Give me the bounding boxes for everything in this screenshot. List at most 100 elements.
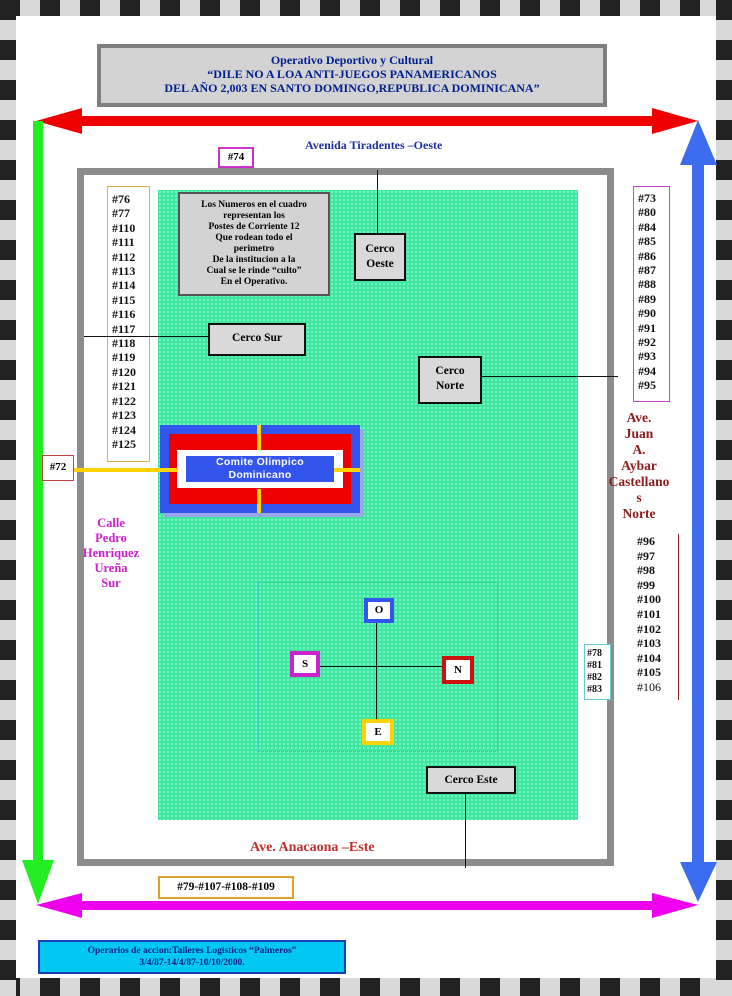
border-right — [716, 0, 732, 996]
posts-bottom-box: #79-#107-#108-#109 — [158, 876, 294, 899]
street-north-line: Aybar — [621, 458, 657, 473]
post-72-connector — [74, 468, 178, 472]
street-south-line: Ureña — [94, 561, 128, 575]
street-south-line: Pedro — [95, 531, 127, 545]
post-number: #117 — [112, 321, 136, 336]
compass-s-marker: S — [290, 651, 320, 677]
post-number: #119 — [112, 350, 136, 365]
building-cross-v-top — [257, 425, 261, 450]
post-number: #98 — [637, 563, 655, 578]
post-number: #116 — [112, 307, 136, 322]
post-number: #88 — [638, 277, 656, 292]
post-number: #121 — [112, 379, 136, 394]
street-north-label: Ave. Juan A. Aybar Castellano s Norte — [596, 410, 682, 522]
footer-box: Operarios de accion:Talleres Logisticos … — [38, 940, 346, 974]
connector-line — [377, 170, 378, 234]
note-line: Postes de Corriente 12 — [208, 222, 300, 232]
post-number: #100 — [637, 592, 661, 607]
fence-norte-line: Norte — [435, 380, 465, 392]
post-number: #97 — [637, 548, 655, 563]
fence-oeste-box: Cerco Oeste — [354, 233, 406, 281]
post-number: #124 — [112, 422, 136, 437]
post-number: #103 — [637, 636, 661, 651]
arrow-top — [36, 108, 698, 134]
street-south-label: Calle Pedro Henriquez Ureña Sur — [70, 516, 152, 591]
post-72-box: #72 — [42, 455, 74, 481]
compass-o-marker: O — [364, 598, 394, 623]
building-label-line: Comite Olimpico — [216, 456, 304, 468]
building-cross-h-right — [334, 468, 360, 472]
street-north-line: Castellano — [608, 474, 670, 489]
arrow-right — [680, 120, 717, 902]
note-line: De la institucion a la — [212, 255, 296, 265]
post-number: #123 — [112, 408, 136, 423]
fence-oeste-line: Cerco — [365, 243, 395, 255]
arrow-bottom — [36, 893, 698, 918]
arrow-left — [22, 121, 54, 904]
post-number: #114 — [112, 278, 136, 293]
post-number: #73 — [638, 191, 656, 205]
post-number: #115 — [112, 292, 136, 307]
building-label: Comite Olimpico Dominicano — [186, 456, 334, 482]
compass-line-v — [376, 618, 377, 724]
header-box: Operativo Deportivo y Cultural “DILE NO … — [97, 44, 607, 107]
posts-right-list-2: #96 #97 #98 #99 #100 #101 #102 #103 #104… — [635, 534, 679, 700]
compass-area — [258, 582, 498, 752]
post-number: #105 — [637, 665, 661, 680]
posts-small-list: #78 #81 #82 #83 — [584, 644, 611, 700]
note-line: En el Operativo. — [220, 277, 288, 287]
building-core: Comite Olimpico Dominicano — [177, 450, 343, 488]
post-number: #113 — [112, 264, 136, 279]
header-line-3: DEL AÑO 2,003 EN SANTO DOMINGO,REPUBLICA… — [164, 81, 540, 95]
fence-sur-box: Cerco Sur — [208, 323, 306, 356]
street-west-label: Avenida Tiradentes –Oeste — [305, 138, 443, 152]
street-south-line: Calle — [97, 516, 125, 530]
post-number: #94 — [638, 363, 656, 378]
post-number: #82 — [587, 672, 602, 683]
street-north-line: Norte — [622, 506, 656, 521]
header-line-2: “DILE NO A LOA ANTI-JUEGOS PANAMERICANOS — [207, 67, 497, 81]
post-number: #112 — [112, 249, 136, 264]
posts-left-list: #76 #77 #110 #111 #112 #113 #114 #115 #1… — [107, 186, 150, 462]
connector-line — [482, 376, 618, 377]
connector-line — [84, 336, 210, 337]
border-top — [0, 0, 732, 16]
post-number: #101 — [637, 606, 661, 621]
fence-norte-line: Cerco — [435, 365, 465, 377]
compass-line-h — [318, 666, 446, 667]
border-bottom — [0, 978, 732, 996]
post-number: #77 — [112, 206, 130, 221]
post-number: #106 — [637, 679, 661, 694]
note-line: Cual se le rinde “culto” — [206, 266, 302, 276]
street-north-line: A. — [632, 442, 646, 457]
footer-line-2: 3/4/87-14/4/87-10/10/2000. — [139, 958, 245, 968]
post-number: #80 — [638, 205, 656, 220]
post-number: #87 — [638, 263, 656, 278]
post-number: #89 — [638, 291, 656, 306]
header-line-1: Operativo Deportivo y Cultural — [270, 53, 434, 67]
footer-line-1: Operarios de accion:Talleres Logisticos … — [87, 946, 297, 956]
posts-right-list: #73 #80 #84 #85 #86 #87 #88 #89 #90 #91 … — [633, 186, 670, 402]
post-number: #84 — [638, 219, 656, 234]
post-number: #99 — [637, 577, 655, 592]
street-north-line: Ave. — [626, 410, 652, 425]
post-number: #95 — [638, 378, 656, 393]
post-number: #96 — [637, 534, 655, 548]
post-number: #93 — [638, 349, 656, 364]
post-number: #110 — [112, 220, 136, 235]
post-number: #120 — [112, 364, 136, 379]
post-number: #102 — [637, 621, 661, 636]
building-cross-v-bottom — [257, 489, 261, 513]
post-number: #90 — [638, 306, 656, 321]
post-number: #111 — [112, 235, 135, 250]
note-line: Los Numeros en el cuadro — [201, 200, 307, 210]
street-south-line: Henriquez — [82, 546, 140, 560]
connector-line — [465, 792, 466, 868]
post-number: #83 — [587, 684, 602, 695]
border-left — [0, 0, 16, 996]
street-east-label: Ave. Anacaona –Este — [250, 840, 375, 855]
fence-norte-box: Cerco Norte — [418, 356, 482, 404]
building-label-line: Dominicano — [228, 469, 292, 481]
post-74-box: #74 — [218, 147, 254, 168]
